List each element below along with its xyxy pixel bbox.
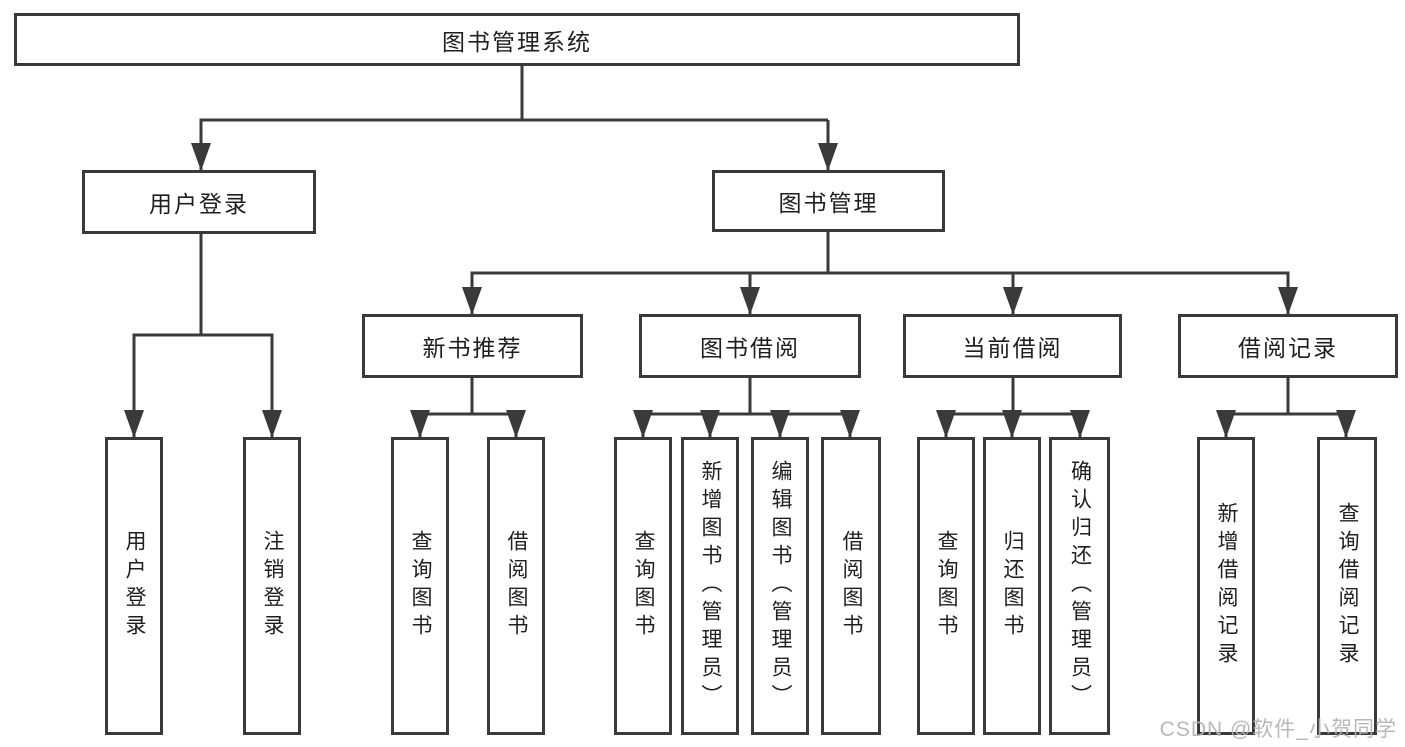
node-label: 图书管理 (778, 190, 879, 216)
leaf-logout: 注销登录 (243, 437, 301, 735)
leaf-query-books-recommend: 查询图书 (391, 437, 449, 735)
node-label: 图书管理系统 (442, 28, 592, 55)
leaf-label: 查询借阅记录 (1336, 502, 1360, 670)
leaf-query-books-current: 查询图书 (917, 437, 975, 735)
leaf-borrow-books: 借阅图书 (821, 437, 881, 735)
csdn-watermark: CSDN @软件_小贺同学 (1159, 718, 1397, 741)
node-label: 借阅记录 (1238, 335, 1338, 361)
node-current-borrowing: 当前借阅 (903, 314, 1122, 378)
node-label: 新书推荐 (422, 335, 523, 361)
leaf-borrow-books-recommend: 借阅图书 (487, 437, 545, 735)
leaf-label: 借阅图书 (505, 530, 529, 642)
node-library-management-system: 图书管理系统 (14, 13, 1020, 66)
leaf-query-borrow-record: 查询借阅记录 (1317, 437, 1377, 735)
leaf-label: 新增图书（管理员） (699, 460, 723, 712)
node-label: 图书借阅 (700, 335, 800, 361)
leaf-edit-books-admin: 编辑图书（管理员） (751, 437, 809, 735)
leaf-user-login: 用户登录 (105, 437, 163, 735)
leaf-label: 注销登录 (261, 530, 285, 642)
node-new-book-recommendation: 新书推荐 (362, 314, 583, 378)
leaf-return-books: 归还图书 (983, 437, 1041, 735)
leaf-add-borrow-record: 新增借阅记录 (1197, 437, 1255, 735)
leaf-query-books-borrow: 查询图书 (614, 437, 672, 735)
leaf-confirm-return-admin: 确认归还（管理员） (1049, 437, 1110, 735)
node-user-login: 用户登录 (82, 170, 316, 234)
leaf-add-books-admin: 新增图书（管理员） (681, 437, 739, 735)
leaf-label: 归还图书 (1001, 530, 1025, 642)
leaf-label: 确认归还（管理员） (1068, 460, 1092, 712)
node-book-borrowing: 图书借阅 (639, 314, 861, 378)
node-borrowing-records: 借阅记录 (1178, 314, 1398, 378)
leaf-label: 新增借阅记录 (1215, 502, 1239, 670)
leaf-label: 用户登录 (123, 530, 147, 642)
leaf-label: 借阅图书 (840, 530, 864, 642)
leaf-label: 编辑图书（管理员） (769, 460, 793, 712)
node-label: 当前借阅 (962, 335, 1063, 361)
leaf-label: 查询图书 (935, 530, 959, 642)
node-book-management: 图书管理 (712, 170, 945, 232)
leaf-label: 查询图书 (632, 530, 656, 642)
node-label: 用户登录 (149, 191, 249, 217)
leaf-label: 查询图书 (409, 530, 433, 642)
